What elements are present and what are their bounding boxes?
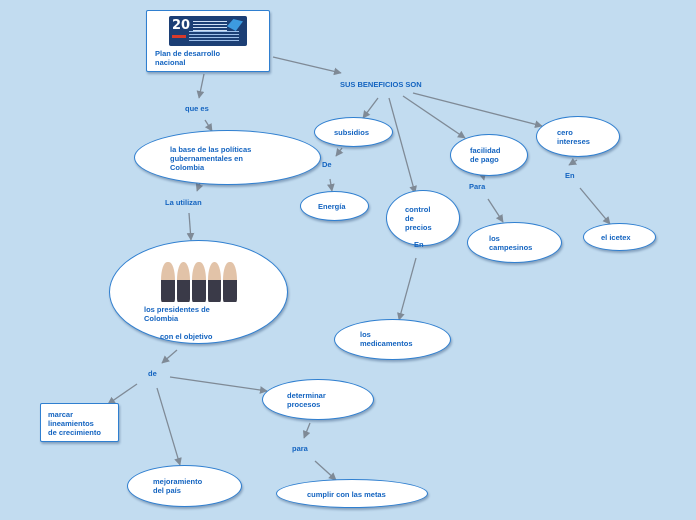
plan-nacional-logo-icon: 20 (169, 16, 247, 46)
link-label-en-cero: En (565, 171, 575, 180)
control-precios-node[interactable] (386, 190, 460, 246)
connector-control-to-medicamentos (397, 257, 417, 321)
connector-title-to-beneficios (272, 56, 342, 76)
connector-quees-to-base (204, 119, 213, 132)
link-label-que-es: que es (185, 104, 209, 113)
facilidad-pago-node[interactable] (450, 134, 528, 176)
connector-objetivo-to-de (161, 349, 178, 364)
connector-de-to-energia (326, 178, 335, 192)
subsidios-label: subsidios (334, 128, 370, 137)
link-label-de-objetivo: de (148, 369, 157, 378)
connector-beneficios-to-facilidad (402, 95, 466, 139)
determinar-procesos-node[interactable] (262, 379, 374, 420)
link-label-en-control: En (414, 240, 424, 249)
icetex-label: el icetex (601, 233, 631, 242)
connector-beneficios-to-cero (412, 92, 543, 129)
connector-en-to-icetex (579, 187, 611, 225)
connector-de-to-mejoramiento (156, 387, 182, 466)
connector-subsidios-to-de (335, 147, 344, 157)
marcar-lineamientos-node[interactable] (40, 403, 119, 442)
connector-beneficios-to-subsidios (362, 97, 379, 119)
cumplir-metas-label: cumplir con las metas (307, 490, 386, 499)
campesinos-label: los campesinos (489, 234, 533, 252)
medicamentos-label: los medicamentos (360, 330, 413, 348)
subsidios-node[interactable] (314, 117, 393, 147)
connector-facilidad-to-para (478, 172, 487, 181)
determinar-procesos-label: determinar procesos (287, 391, 326, 409)
energia-label: Energía (318, 202, 346, 211)
connector-de-to-determinar (169, 376, 268, 394)
mejoramiento-label: mejoramiento del país (153, 477, 203, 495)
plan-desarrollo-label: Plan de desarrollo nacional (155, 49, 221, 67)
marcar-lineamientos-label: marcar lineamientos de crecimiento (48, 410, 101, 437)
cero-intereses-node[interactable] (536, 116, 620, 157)
connector-cero-to-en (568, 157, 578, 166)
link-label-la-utilizan: La utilizan (165, 198, 202, 207)
connector-para-to-campesinos (487, 198, 504, 223)
energia-node[interactable] (300, 191, 369, 221)
link-label-para-facilidad: Para (469, 182, 486, 191)
base-politicas-label: la base de las políticas gubernamentales… (170, 145, 252, 172)
sus-beneficios-label[interactable]: SUS BENEFICIOS SON (340, 80, 422, 89)
link-label-de-subsidios: De (322, 160, 332, 169)
medicamentos-node[interactable] (334, 319, 451, 360)
icetex-node[interactable] (583, 223, 656, 251)
connector-para-to-cumplir (314, 460, 337, 481)
campesinos-node[interactable] (467, 222, 562, 263)
cumplir-metas-node[interactable] (276, 479, 428, 508)
connector-de-to-marcar (107, 383, 138, 405)
facilidad-pago-label: facilidad de pago (470, 146, 501, 164)
presidentes-label: los presidentes de Colombia (144, 305, 210, 323)
link-label-con-el-objetivo: con el objetivo (160, 332, 213, 341)
connector-beneficios-to-control (388, 97, 417, 194)
connector-base-to-lautilizan (195, 182, 204, 192)
mejoramiento-node[interactable] (127, 465, 242, 507)
control-precios-label: control de precios (405, 205, 432, 232)
connector-determinar-to-para (302, 422, 311, 439)
connector-title-to-quees (196, 73, 205, 99)
link-label-para-procesos: para (292, 444, 308, 453)
connector-lautilizan-to-presidentes (186, 212, 195, 241)
cero-intereses-label: cero intereses (557, 128, 590, 146)
base-politicas-node[interactable] (134, 130, 321, 185)
presidents-photo-icon (160, 262, 238, 302)
